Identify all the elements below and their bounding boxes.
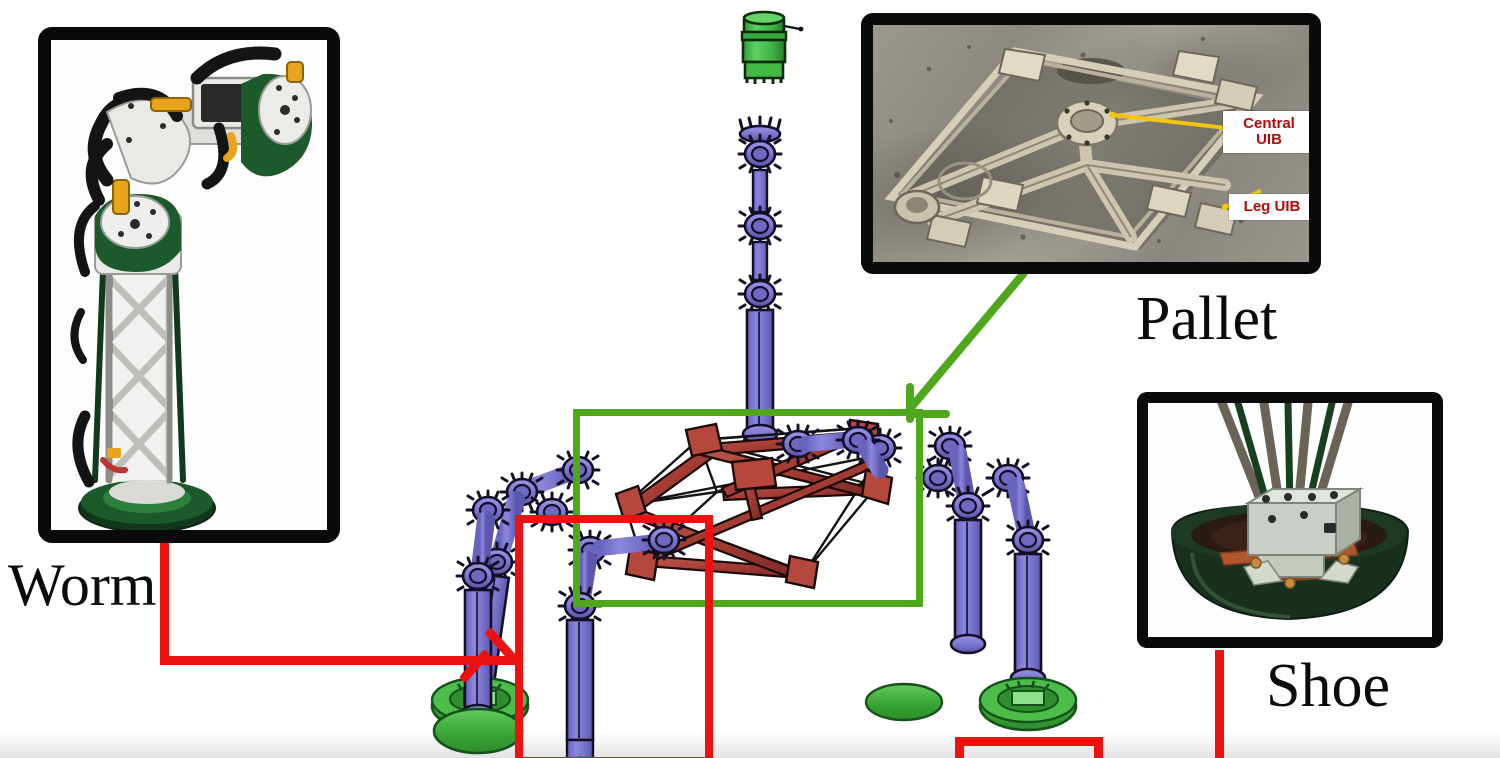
shoe-label: Shoe bbox=[1266, 652, 1390, 720]
pallet-annotation-central-uib: Central UIB bbox=[1223, 111, 1309, 153]
shoe-photo-render bbox=[1148, 403, 1432, 637]
worm-callout-box-top bbox=[515, 515, 713, 523]
leg-uib-line1: Leg UIB bbox=[1243, 198, 1301, 215]
pallet-inset-frame[interactable]: Central UIB Leg UIB bbox=[861, 13, 1321, 274]
cad-leg-4 bbox=[915, 457, 1078, 732]
pallet-arrow-head-b bbox=[906, 383, 914, 423]
cad-leg-3-worm bbox=[557, 519, 687, 758]
shoe-inset-photo bbox=[1148, 403, 1432, 637]
pallet-label: Pallet bbox=[1136, 285, 1278, 353]
shoe-callout-box-left bbox=[955, 737, 964, 758]
shoe-inset-frame[interactable] bbox=[1137, 392, 1443, 648]
pallet-photo-render bbox=[884, 36, 1280, 251]
frame-bottom-band bbox=[0, 732, 1500, 758]
central-uib-line1: Central bbox=[1243, 115, 1295, 132]
shoe-leader-vertical bbox=[1215, 650, 1224, 758]
cad-leg-5 bbox=[857, 425, 991, 722]
cad-detached-leg bbox=[737, 115, 783, 452]
pallet-annotation-leg-uib: Leg UIB bbox=[1229, 194, 1309, 220]
worm-label: Worm bbox=[8, 552, 157, 618]
worm-photo-render bbox=[51, 40, 327, 530]
shoe-callout-box-right bbox=[1094, 737, 1103, 758]
cad-leg-2 bbox=[432, 489, 575, 755]
cad-shoe-2 bbox=[432, 707, 524, 755]
worm-inset-frame[interactable] bbox=[38, 27, 340, 543]
pallet-inset-photo: Central UIB Leg UIB bbox=[873, 25, 1309, 262]
cad-detached-joint-module bbox=[740, 10, 804, 84]
worm-leader-horizontal bbox=[160, 656, 515, 665]
cad-shoe-4 bbox=[978, 676, 1078, 732]
cad-shoe-5 bbox=[864, 682, 944, 722]
worm-inset-photo bbox=[51, 40, 327, 530]
cad-body-upper-arm bbox=[775, 419, 889, 479]
pallet-arrow-head-a bbox=[910, 410, 950, 418]
pallet-callout-box bbox=[573, 409, 923, 607]
worm-callout-box bbox=[515, 515, 713, 758]
central-uib-line2: UIB bbox=[1256, 130, 1282, 148]
worm-leader-vertical bbox=[160, 540, 169, 665]
shoe-callout-box-top bbox=[955, 737, 1103, 746]
